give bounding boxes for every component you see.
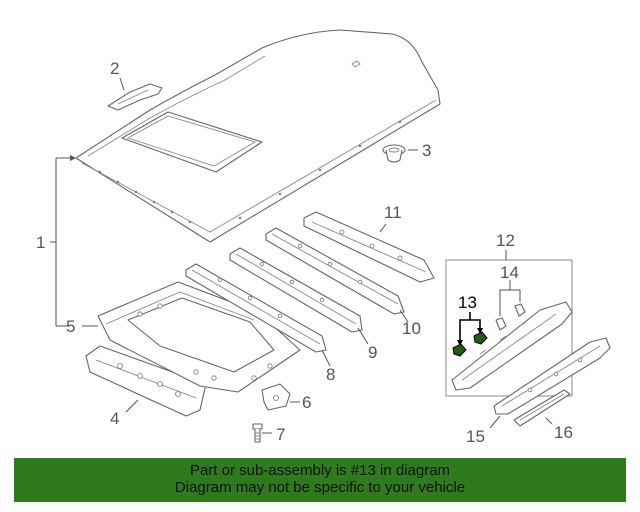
side-strip-part-16[interactable]: [513, 389, 571, 427]
bolt-part-7[interactable]: [252, 423, 263, 443]
callout-8[interactable]: 8: [326, 365, 335, 384]
callout-11[interactable]: 11: [384, 203, 402, 222]
grommet-part-3[interactable]: [382, 144, 406, 163]
callout-6[interactable]: 6: [302, 393, 311, 412]
roof-bow-part-11[interactable]: [303, 211, 435, 283]
front-header-panel-part-4[interactable]: [85, 345, 207, 417]
callout-9[interactable]: 9: [368, 343, 377, 362]
leader-lines: [50, 77, 553, 434]
bracket-part-6[interactable]: [261, 383, 291, 411]
roof-bow-part-8[interactable]: [185, 263, 327, 353]
callout-10[interactable]: 10: [402, 319, 421, 338]
callout-13[interactable]: 13: [458, 293, 477, 312]
banner-line-1: Part or sub-assembly is #13 in diagram: [189, 462, 451, 479]
clip-part-14-left[interactable]: [495, 317, 507, 331]
callout-16[interactable]: 16: [554, 423, 573, 442]
callout-2[interactable]: 2: [110, 59, 119, 78]
callout-5[interactable]: 5: [66, 317, 75, 336]
callout-4[interactable]: 4: [110, 409, 119, 428]
side-rail-part-12[interactable]: [451, 301, 573, 391]
clip-part-13-left[interactable]: [452, 343, 467, 357]
sub-assembly-box: [445, 259, 573, 397]
roof-bow-part-10[interactable]: [265, 227, 405, 315]
clip-part-13-right[interactable]: [473, 331, 488, 345]
callout-14[interactable]: 14: [500, 263, 519, 282]
callouts: 1 2 3 4 5 6 7 8 9 10 11 12 13 14 15 16: [36, 59, 573, 446]
side-reinforcement-part-15[interactable]: [493, 337, 611, 415]
roof-parts-diagram: 1 2 3 4 5 6 7 8 9 10 11 12 13 14 15 16: [36, 29, 611, 446]
callout-1[interactable]: 1: [36, 233, 45, 252]
callout-3[interactable]: 3: [422, 141, 431, 160]
roof-bow-part-9[interactable]: [229, 247, 363, 333]
callout-7[interactable]: 7: [276, 425, 285, 444]
callout-12[interactable]: 12: [496, 231, 515, 250]
callout-15[interactable]: 15: [466, 427, 485, 446]
roof-panel[interactable]: [75, 29, 441, 243]
highlight-banner: Part or sub-assembly is #13 in diagram D…: [14, 458, 626, 502]
banner-line-2: Diagram may not be specific to your vehi…: [174, 479, 466, 496]
roof-bracket-part-2[interactable]: [107, 83, 163, 111]
clip-part-14-right[interactable]: [514, 303, 526, 317]
